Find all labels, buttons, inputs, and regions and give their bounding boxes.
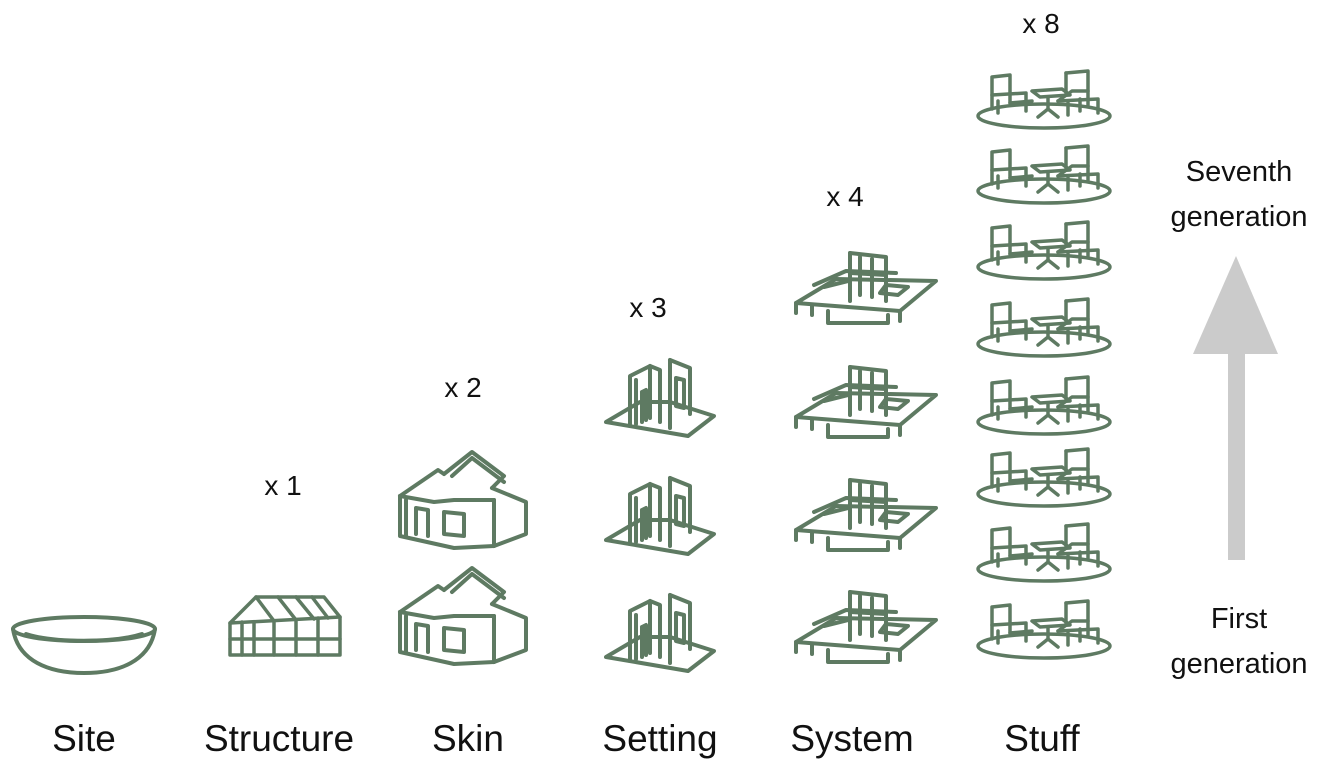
- generation-top-label: Seventh generation: [1170, 150, 1307, 240]
- structure-icon: [228, 595, 342, 657]
- stuff-icon-6: [976, 220, 1112, 281]
- generation-bottom-line1: First: [1210, 603, 1268, 635]
- column-label-setting: Setting: [602, 718, 718, 759]
- system-icon-1: [794, 590, 938, 664]
- system-icon-4: [794, 251, 938, 325]
- generation-top-line2: generation: [1170, 201, 1308, 233]
- stuff-icon-2: [976, 522, 1112, 583]
- up-arrow-icon: [1193, 256, 1278, 560]
- multiplier-stuff: x 8: [1022, 8, 1060, 39]
- multiplier-system: x 4: [826, 181, 864, 212]
- multiplier-setting: x 3: [629, 292, 667, 323]
- stuff-icon-1: [976, 599, 1112, 660]
- column-label-system: System: [790, 718, 914, 759]
- column-label-site: Site: [52, 718, 116, 759]
- multiplier-structure: x 1: [264, 470, 302, 501]
- skin-icon-2: [398, 450, 528, 550]
- system-icon-3: [794, 365, 938, 439]
- site-icon: [11, 615, 157, 675]
- stuff-icon-4: [976, 375, 1112, 436]
- stuff-icon-7: [976, 144, 1112, 205]
- column-label-structure: Structure: [203, 718, 355, 759]
- column-label-skin: Skin: [432, 718, 504, 759]
- system-icon-2: [794, 478, 938, 552]
- setting-icon-1: [604, 593, 716, 673]
- generation-bottom-line2: generation: [1170, 648, 1308, 680]
- setting-icon-2: [604, 476, 716, 556]
- skin-icon-1: [398, 566, 528, 666]
- generation-top-line1: Seventh: [1185, 156, 1293, 188]
- stuff-icon-3: [976, 447, 1112, 508]
- stuff-icon-8: [976, 69, 1112, 130]
- generation-bottom-label: First generation: [1170, 597, 1307, 687]
- stuff-icon-5: [976, 297, 1112, 358]
- setting-icon-3: [604, 358, 716, 438]
- column-label-stuff: Stuff: [1004, 718, 1080, 759]
- multiplier-skin: x 2: [444, 372, 482, 403]
